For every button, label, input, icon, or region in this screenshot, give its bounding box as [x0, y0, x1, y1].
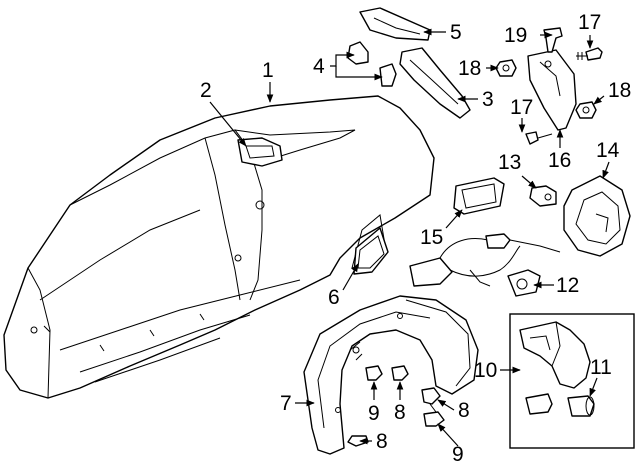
callout-18a: 18: [458, 57, 482, 80]
callout-12: 12: [556, 274, 580, 297]
callout-8c: 8: [376, 430, 388, 453]
hinge-bracket: [527, 49, 577, 131]
callout-1: 1: [262, 59, 274, 82]
callout-19: 19: [504, 24, 528, 47]
callout-7: 7: [280, 392, 292, 415]
callout-3: 3: [482, 88, 494, 111]
inner-bracket: [237, 137, 283, 167]
callout-17a: 17: [578, 11, 602, 34]
callout-9b: 9: [452, 443, 464, 466]
callout-15: 15: [420, 226, 444, 249]
upper-bracket: [359, 7, 431, 41]
leader-lines: [209, 28, 610, 447]
callout-9a: 9: [368, 402, 380, 425]
actuator-harness: [409, 233, 561, 297]
callout-18b: 18: [608, 79, 632, 102]
callout-5: 5: [450, 21, 462, 44]
callout-6: 6: [328, 286, 340, 309]
rail-bracket: [399, 47, 471, 119]
callout-14: 14: [596, 139, 620, 162]
door-seal: [453, 177, 505, 215]
callout-8a: 8: [394, 401, 406, 424]
callout-4: 4: [313, 55, 325, 78]
callout-2: 2: [200, 79, 212, 102]
callout-10: 10: [474, 359, 498, 382]
small-brackets: [347, 41, 397, 87]
callout-11: 11: [590, 356, 612, 379]
wheelhouse-liner: [303, 295, 479, 455]
callout-17b: 17: [510, 96, 534, 119]
nuts: [495, 59, 597, 119]
quarter-panel: [3, 95, 435, 399]
callout-8b: 8: [458, 399, 470, 422]
callout-16: 16: [548, 149, 572, 172]
door-clip: [529, 185, 557, 207]
fuel-door-kit-box: [509, 313, 635, 449]
callout-13: 13: [498, 151, 522, 174]
fuel-housing: [563, 175, 631, 257]
